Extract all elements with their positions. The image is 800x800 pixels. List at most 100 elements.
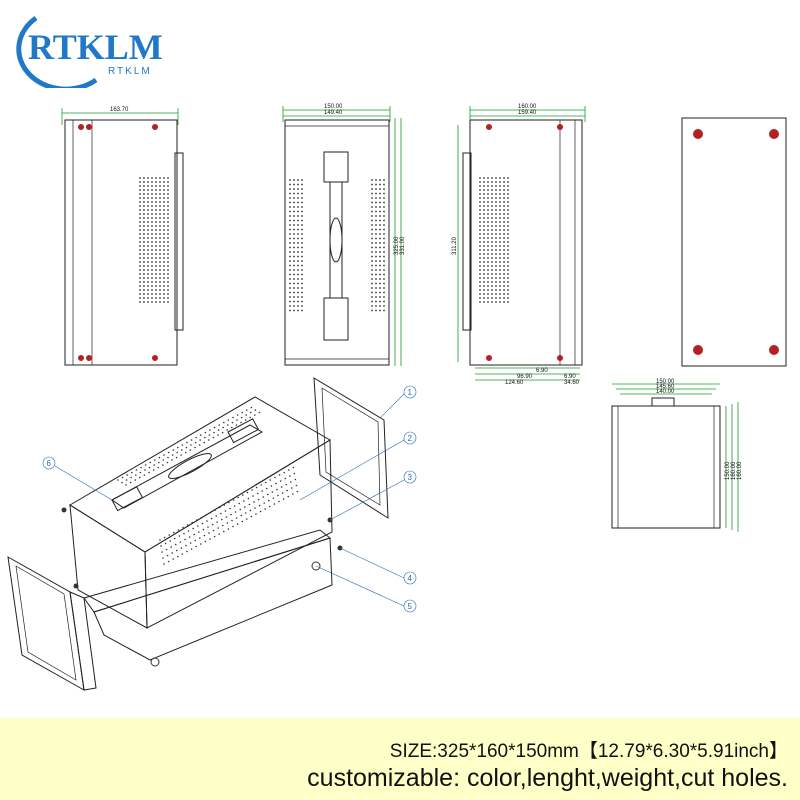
size-text: SIZE:325*160*150mm【12.79*6.30*5.91inch】 [389, 741, 788, 762]
vent-dot [487, 217, 489, 219]
vent-dot [151, 237, 153, 239]
vent-dot [267, 493, 269, 496]
vent-dot [159, 197, 161, 199]
vent-dot [507, 205, 509, 207]
vent-dot [301, 282, 303, 285]
vent-dot [155, 201, 157, 203]
vent-dot [487, 221, 489, 223]
vent-dot [383, 251, 385, 253]
vent-dot [200, 543, 202, 545]
vent-dot [242, 494, 244, 496]
vent-dot [297, 228, 299, 231]
vent-dot [155, 281, 157, 283]
vent-dot [487, 185, 489, 187]
vent-dot [301, 197, 303, 199]
vent-dot [159, 269, 161, 271]
vent-dot [495, 281, 497, 283]
vent-dot [507, 217, 509, 219]
vent-dot [491, 269, 493, 271]
vent-dot [143, 229, 145, 231]
vent-dot [499, 273, 501, 275]
vent-dot [483, 273, 485, 275]
vent-dot [499, 285, 501, 287]
vent-dot [159, 177, 161, 179]
vent-dot [209, 538, 211, 540]
vent-dot [151, 185, 153, 187]
vent-dot [379, 242, 381, 244]
dim-view3-bottom-a: 6.90 [536, 368, 548, 374]
vent-dot [213, 535, 216, 538]
vent-dot [371, 228, 373, 231]
vent-dot [163, 289, 165, 291]
vent-dot [232, 416, 234, 419]
vent-dot [139, 205, 141, 207]
screw-hole [557, 124, 563, 130]
vent-dot [301, 206, 303, 208]
vent-dot [246, 409, 248, 411]
vent-dot [483, 217, 485, 219]
vent-dot [495, 245, 497, 247]
vent-dot [231, 421, 234, 424]
vent-dot [151, 205, 153, 207]
vent-dot [203, 534, 206, 537]
vent-dot [503, 201, 505, 203]
vent-dot [155, 277, 157, 279]
vent-dot [495, 261, 497, 263]
vent-dot [479, 273, 481, 275]
vent-dot [159, 209, 161, 211]
vent-dot [163, 301, 165, 303]
vent-dot [151, 273, 153, 275]
vent-dot [171, 459, 173, 461]
vent-dot [166, 554, 169, 557]
vent-dot [188, 536, 191, 538]
vent-dot [220, 512, 222, 515]
vent-dot [495, 177, 497, 179]
vent-dot [483, 297, 485, 299]
vent-dot [163, 249, 165, 251]
vent-dot [483, 269, 485, 271]
vent-dot [201, 522, 204, 525]
vent-dot [297, 179, 299, 181]
vent-dot [293, 278, 295, 280]
vent-dot [371, 179, 373, 181]
vent-dot [155, 245, 157, 247]
vent-dot [209, 429, 211, 431]
vent-dot [479, 257, 481, 259]
vent-dot [483, 281, 485, 283]
vent-dot [151, 301, 153, 303]
vent-dot [293, 233, 295, 235]
vent-dot [159, 185, 161, 187]
vent-dot [375, 246, 377, 249]
vent-dot [379, 237, 381, 240]
vent-dot [151, 229, 153, 231]
vent-dot [170, 546, 172, 548]
dim-view2-height-outer: 325.00 [394, 236, 400, 255]
vent-dot [495, 217, 497, 219]
vent-dot [151, 217, 153, 219]
vent-dot [162, 459, 165, 461]
vent-dot [155, 217, 157, 219]
vent-dot [256, 492, 259, 495]
vent-dot [163, 209, 165, 211]
vent-dot [293, 206, 295, 208]
vent-dot [139, 213, 141, 215]
vent-dot [159, 265, 161, 267]
vent-dot [173, 531, 175, 534]
vent-dot [281, 492, 284, 494]
vent-dot [139, 229, 141, 231]
vent-dot [375, 179, 377, 181]
vent-dot [379, 210, 381, 213]
vent-dot [246, 491, 249, 494]
vent-dot [176, 549, 178, 552]
vent-dot [297, 260, 299, 262]
vent-dot [147, 225, 149, 227]
vent-dot [139, 253, 141, 255]
vent-dot [210, 517, 213, 520]
vent-dot [507, 181, 509, 183]
vent-dot [379, 215, 381, 217]
vent-dot [383, 282, 385, 285]
vent-dot [375, 296, 377, 298]
vent-dot [159, 217, 161, 219]
vent-dot [163, 269, 165, 271]
vent-dot [495, 181, 497, 183]
